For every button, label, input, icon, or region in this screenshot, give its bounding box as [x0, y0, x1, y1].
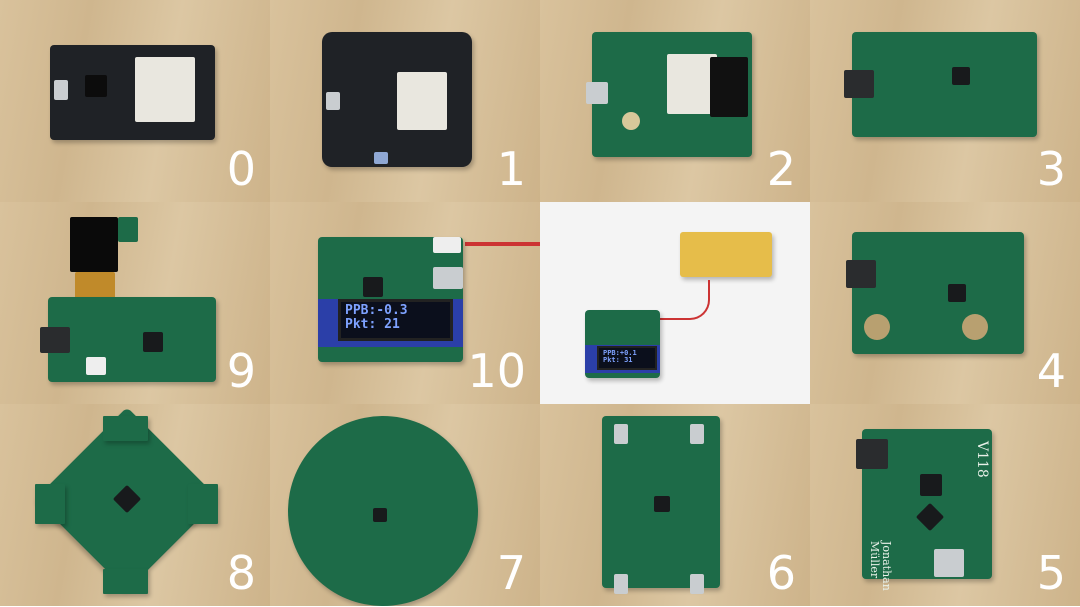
oled-line-1: PPB:+0.1	[603, 349, 637, 357]
photo-cell-2: 2	[540, 0, 810, 202]
board-label: 3	[1036, 142, 1066, 196]
board-label: 8	[226, 546, 256, 600]
photo-cell-5: V118 Jonathan Müller 5	[810, 404, 1080, 606]
photo-cell-battery: PPB:+0.1 Pkt: 31	[540, 202, 810, 404]
usb-c-port	[844, 70, 874, 98]
board-label: 5	[1036, 546, 1066, 600]
usb-c-port	[614, 574, 628, 594]
usb-c-port	[690, 424, 704, 444]
usb-port	[54, 80, 68, 100]
button	[622, 112, 640, 130]
usb-c-port	[614, 424, 628, 444]
usb-c-port	[846, 260, 876, 288]
esp32-c3-board	[586, 32, 752, 157]
designer-name-line1: Jonathan	[880, 541, 893, 591]
button	[374, 152, 388, 164]
designer-name: Jonathan Müller	[867, 541, 893, 591]
board-label: 1	[496, 142, 526, 196]
usb-c-port	[40, 327, 70, 353]
oled-line-1: PPB:-0.3	[345, 303, 408, 318]
custom-pcb-3	[844, 32, 1037, 137]
display-panel	[70, 217, 118, 272]
pcb-arm	[103, 569, 148, 594]
photo-cell-4: 4	[810, 202, 1080, 404]
oled-display: PPB:+0.1 Pkt: 31	[597, 346, 657, 370]
chip	[112, 484, 142, 514]
chip	[143, 332, 163, 352]
designer-name-line2: Müller	[867, 541, 881, 579]
header-socket	[710, 57, 748, 117]
chip	[363, 277, 383, 297]
photo-cell-10: PPB:-0.3 Pkt: 21 10	[270, 202, 540, 404]
version-label: V118	[974, 441, 990, 478]
sma-connector	[962, 314, 988, 340]
esp32-devkit-board	[50, 45, 215, 140]
battery-wire	[465, 242, 540, 246]
battery-wire	[650, 280, 710, 320]
chip	[948, 284, 966, 302]
pcb-arm	[35, 484, 65, 524]
usb-c-port	[934, 549, 964, 577]
battery-connector	[433, 237, 461, 253]
esp32-module	[135, 57, 195, 122]
usb-c-port	[690, 574, 704, 594]
photo-cell-9: 9	[0, 202, 270, 404]
chip	[915, 502, 945, 532]
photo-cell-8: 8	[0, 404, 270, 606]
esp32-module	[397, 72, 447, 130]
lipo-battery	[680, 232, 772, 277]
sma-connector	[864, 314, 890, 340]
board-label: 2	[766, 142, 796, 196]
usb-c-port	[433, 267, 463, 289]
oled-line-2: Pkt: 21	[345, 316, 400, 332]
pcb-arm	[103, 416, 148, 441]
chip	[952, 67, 970, 85]
board-label: 4	[1036, 344, 1066, 398]
board-label: 7	[496, 546, 526, 600]
chip	[654, 496, 670, 512]
photo-cell-1: 1	[270, 0, 540, 202]
oled-display: PPB:-0.3 Pkt: 21	[338, 299, 453, 341]
photo-cell-3: 3	[810, 0, 1080, 202]
board-label: 9	[226, 344, 256, 398]
connector	[86, 357, 106, 375]
esp32-carrier-board	[322, 32, 472, 167]
custom-pcb-5: V118 Jonathan Müller	[856, 429, 992, 591]
board-label: 0	[226, 142, 256, 196]
chip	[373, 508, 387, 522]
custom-pcb-10: PPB:-0.3 Pkt: 21	[318, 237, 463, 362]
esp32-module	[667, 54, 717, 114]
custom-pcb-10-small: PPB:+0.1 Pkt: 31	[585, 310, 660, 378]
chip	[920, 474, 942, 496]
display-tab	[118, 217, 138, 242]
board-label: 6	[766, 546, 796, 600]
oled-line-2: Pkt: 31	[603, 356, 633, 365]
photo-cell-7: 7	[270, 404, 540, 606]
custom-pcb-6	[602, 416, 720, 594]
photo-cell-6: 6	[540, 404, 810, 606]
pcb-arm	[188, 484, 218, 524]
usb-port	[326, 92, 340, 110]
photo-cell-0: 0	[0, 0, 270, 202]
chip	[85, 75, 107, 97]
usb-port	[586, 82, 608, 104]
circular-pcb-7	[288, 416, 478, 606]
board-label: 10	[467, 344, 526, 398]
usb-c-port	[856, 439, 888, 469]
custom-pcb-4	[846, 232, 1024, 354]
custom-pcb-9	[40, 297, 216, 382]
